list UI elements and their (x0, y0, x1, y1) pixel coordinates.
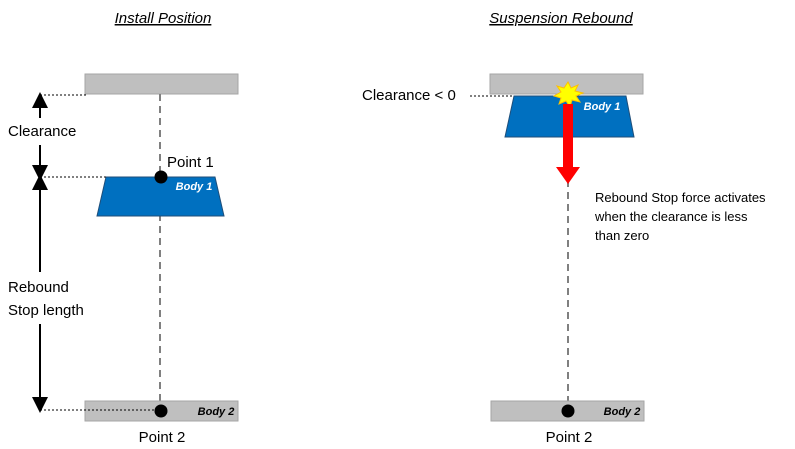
body2-label: Body 2 (198, 406, 235, 418)
rebound-force-arrow-head-icon (556, 167, 580, 184)
note-line2: when the clearance is less (594, 209, 748, 224)
body1-label: Body 1 (176, 181, 213, 193)
note-line1: Rebound Stop force activates (595, 190, 766, 205)
note-line3: than zero (595, 228, 649, 243)
body2-label: Body 2 (604, 406, 641, 418)
right-panel-title: Suspension Rebound (489, 10, 633, 27)
point1-label: Point 1 (167, 154, 214, 171)
point2-marker (561, 404, 575, 418)
point2-marker (154, 404, 168, 418)
rebound-force-arrow-shaft (563, 104, 573, 167)
left-panel-title: Install Position (115, 10, 212, 27)
top-plate (84, 73, 239, 95)
rebound-label-line2: Stop length (8, 302, 84, 319)
point2-label: Point 2 (139, 429, 186, 446)
point2-label: Point 2 (546, 429, 593, 446)
rebound-label-line1: Rebound (8, 279, 69, 296)
right-panel: Suspension Rebound Body 1 Clearance < 0 … (362, 10, 766, 446)
clearance-label: Clearance (8, 123, 76, 140)
body1-label: Body 1 (584, 101, 621, 113)
left-panel: Install Position Body 1 Point 1 Body 2 P… (8, 10, 239, 446)
clearance-negative-label: Clearance < 0 (362, 87, 456, 104)
body1-trapezoid (96, 176, 225, 217)
point1-marker (154, 170, 168, 184)
